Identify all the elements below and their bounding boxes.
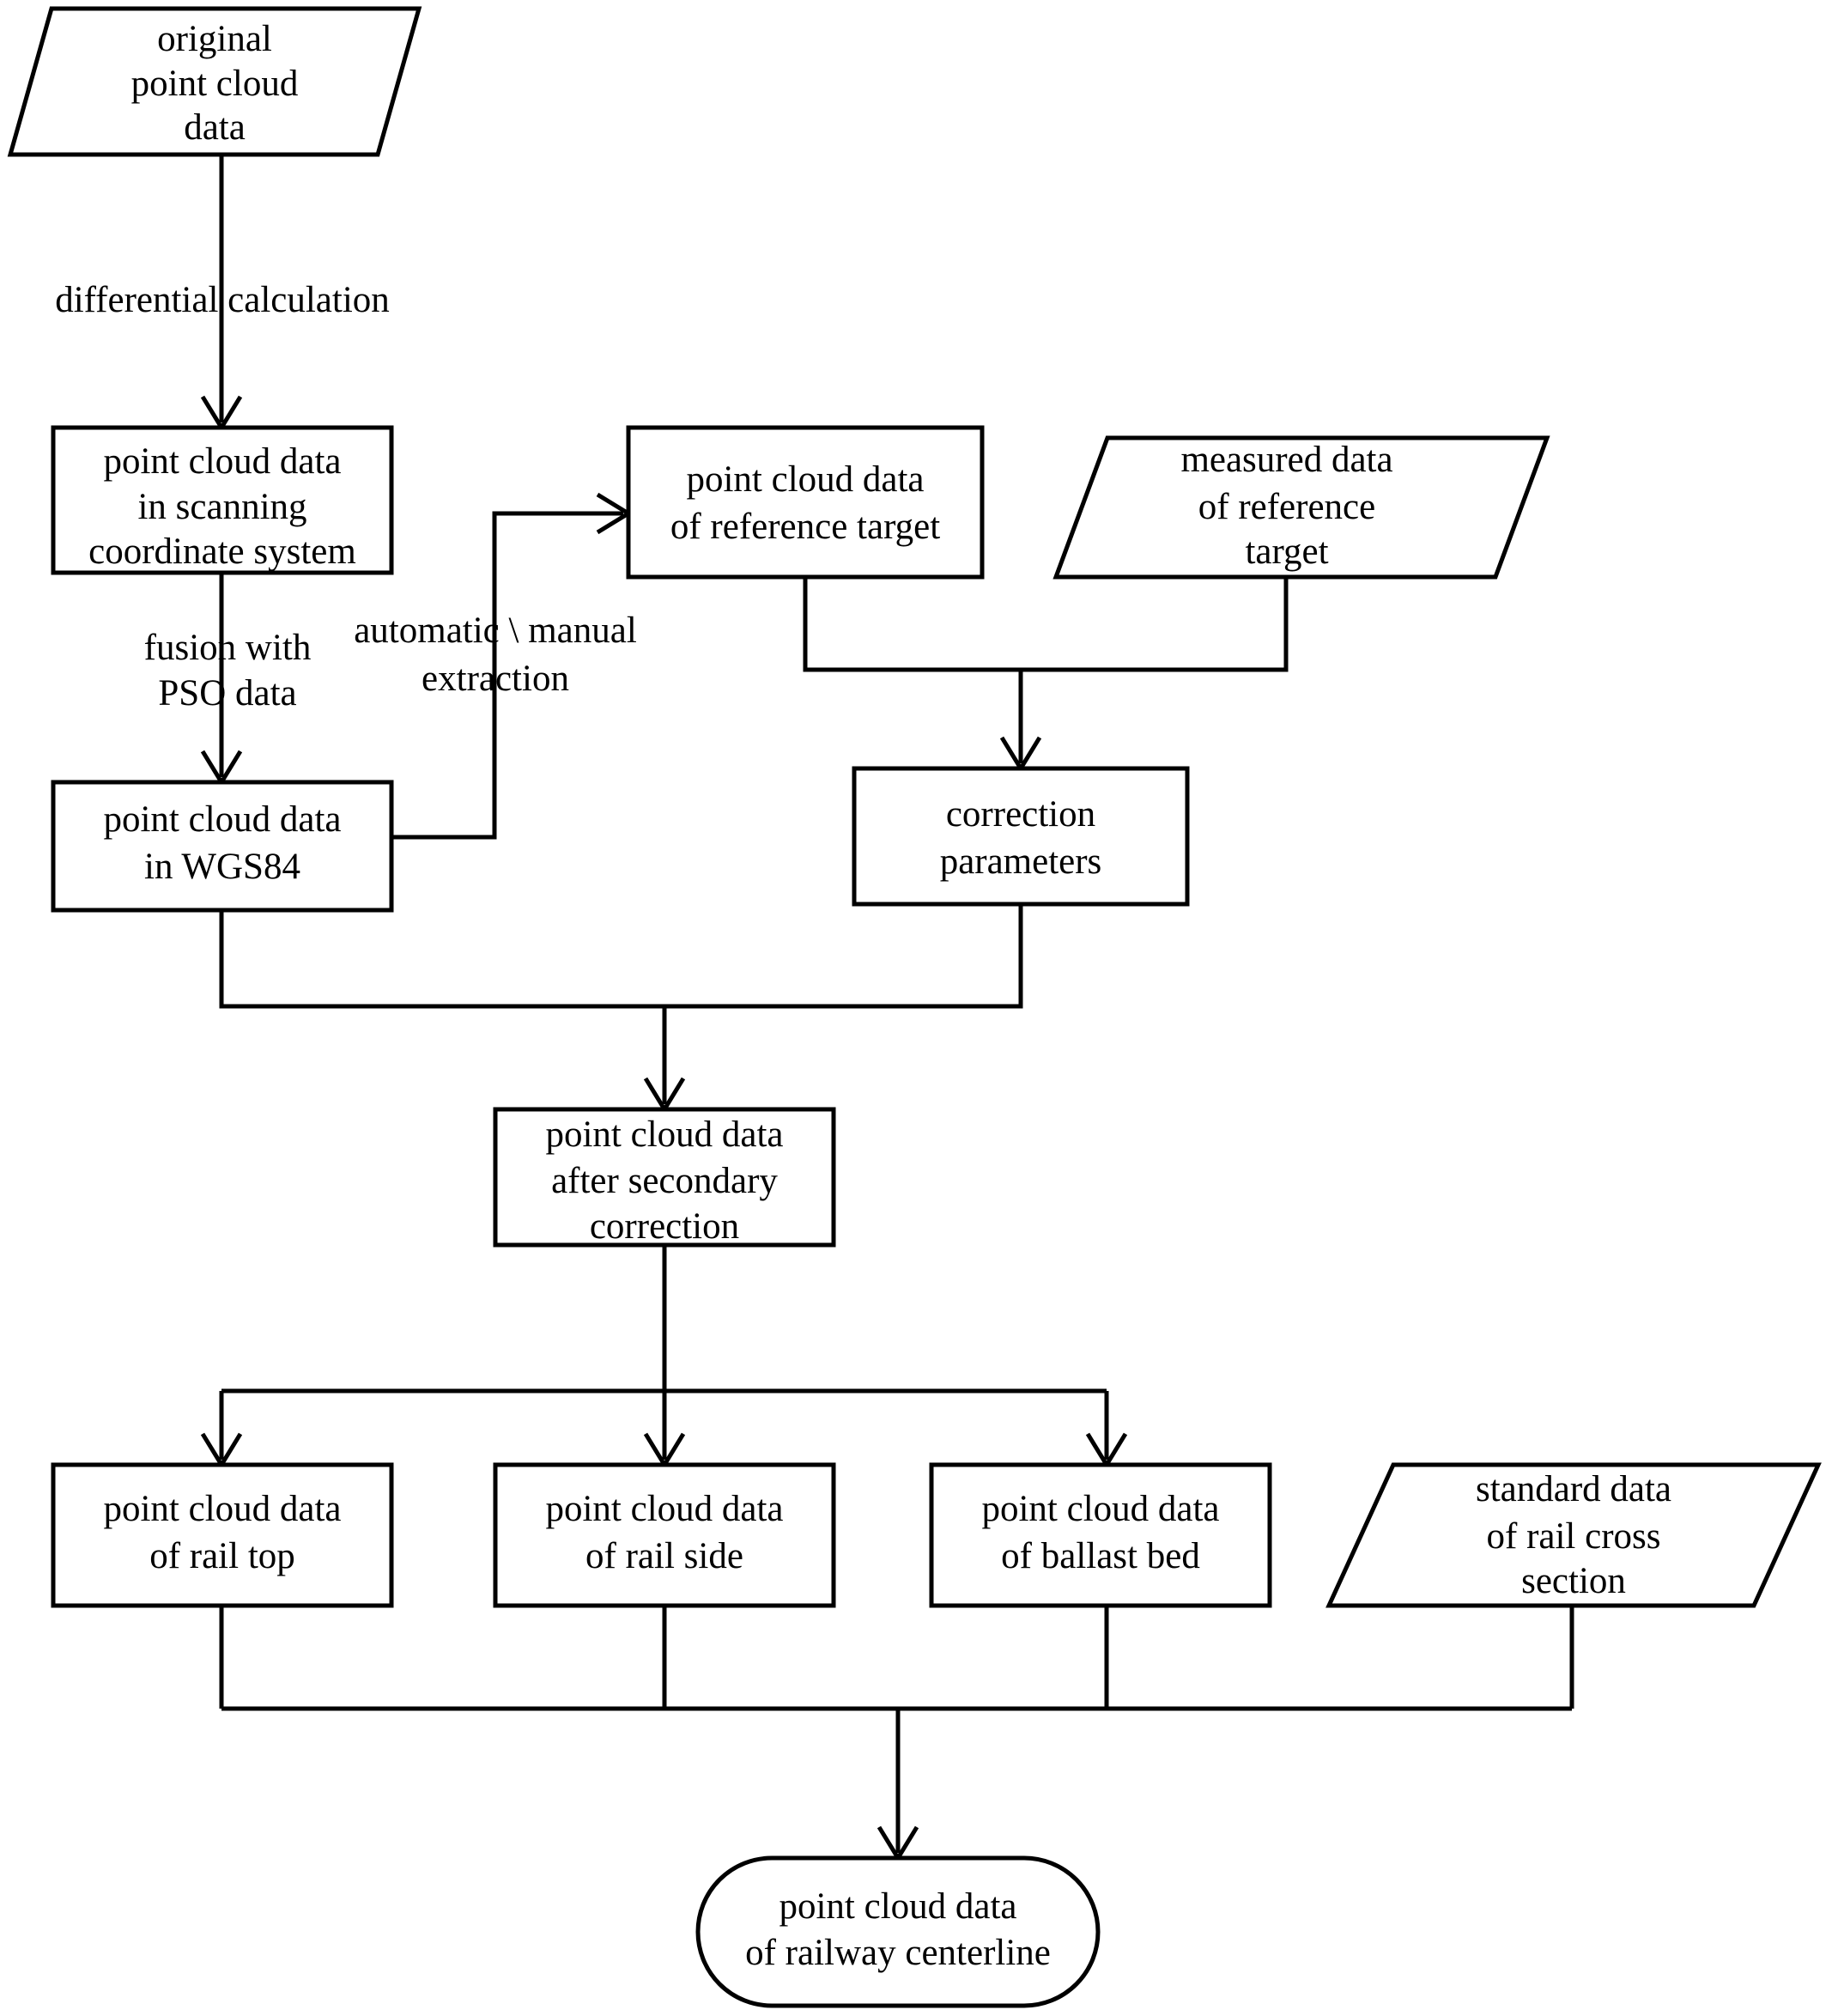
node-cross-section-line-3: section (1521, 1561, 1626, 1601)
edge-reference-target-to-correction (803, 577, 1023, 763)
node-rail-side-line-1: point cloud data (545, 1489, 783, 1529)
node-rail-top-line-2: of rail top (149, 1536, 295, 1576)
edge-label-extraction-line-2: extraction (422, 659, 569, 699)
node-measured-reference-target[interactable] (1052, 435, 1550, 580)
edge-label-differential-calculation: differential calculation (55, 280, 390, 320)
node-reference-target-cloud[interactable] (626, 425, 985, 580)
node-reference-target-line-1: point cloud data (686, 459, 924, 500)
node-secondary-line-3: correction (590, 1206, 739, 1247)
node-wgs84-line-1: point cloud data (103, 799, 341, 840)
edge-label-extraction-line-1: automatic \ manual (354, 610, 637, 651)
node-wgs84[interactable] (51, 780, 394, 913)
node-ballast-line-1: point cloud data (981, 1489, 1219, 1529)
node-correction-parameters[interactable] (852, 766, 1190, 907)
edge-label-fusion-line-2: PSO data (158, 673, 296, 713)
node-measured-line-2: of reference (1198, 487, 1375, 527)
node-scanning-coordinate-system[interactable] (51, 425, 394, 575)
node-original-line-3: data (184, 107, 246, 148)
node-railway-centerline[interactable] (695, 1855, 1101, 2008)
edge-wgs84-to-reference-target (391, 511, 623, 840)
node-measured-line-1: measured data (1180, 440, 1392, 480)
node-ballast-bed[interactable] (929, 1462, 1272, 1608)
node-measured-line-3: target (1245, 531, 1328, 572)
node-reference-target-line-2: of reference target (670, 507, 940, 547)
node-secondary-line-2: after secondary (551, 1161, 778, 1201)
node-original-line-1: original (157, 19, 272, 59)
node-cross-section-line-1: standard data (1476, 1469, 1671, 1509)
edge-correction-to-secondary (664, 904, 1023, 1009)
node-rail-top[interactable] (51, 1462, 394, 1608)
node-scanning-line-2: in scanning (137, 487, 306, 527)
edge-measured-to-correction (1021, 577, 1289, 672)
node-correction-line-1: correction (946, 794, 1095, 835)
edge-wgs84-to-secondary (219, 910, 667, 1104)
node-centerline-line-2: of railway centerline (745, 1933, 1051, 1973)
node-secondary-line-1: point cloud data (545, 1114, 783, 1155)
node-scanning-line-3: coordinate system (88, 531, 356, 572)
node-wgs84-line-2: in WGS84 (144, 847, 300, 887)
node-scanning-line-1: point cloud data (103, 441, 341, 482)
node-original-point-cloud-data[interactable] (7, 6, 422, 157)
node-original-line-2: point cloud (131, 64, 299, 104)
node-centerline-line-1: point cloud data (779, 1886, 1016, 1927)
node-cross-section-line-2: of rail cross (1487, 1516, 1661, 1557)
node-correction-line-2: parameters (940, 841, 1102, 882)
edge-label-fusion-line-1: fusion with (144, 628, 312, 668)
node-secondary-correction[interactable] (493, 1107, 836, 1248)
node-ballast-line-2: of ballast bed (1001, 1536, 1200, 1576)
node-rail-cross-section[interactable] (1325, 1462, 1822, 1608)
node-rail-side[interactable] (493, 1462, 836, 1608)
node-rail-side-line-2: of rail side (585, 1536, 743, 1576)
node-rail-top-line-1: point cloud data (103, 1489, 341, 1529)
